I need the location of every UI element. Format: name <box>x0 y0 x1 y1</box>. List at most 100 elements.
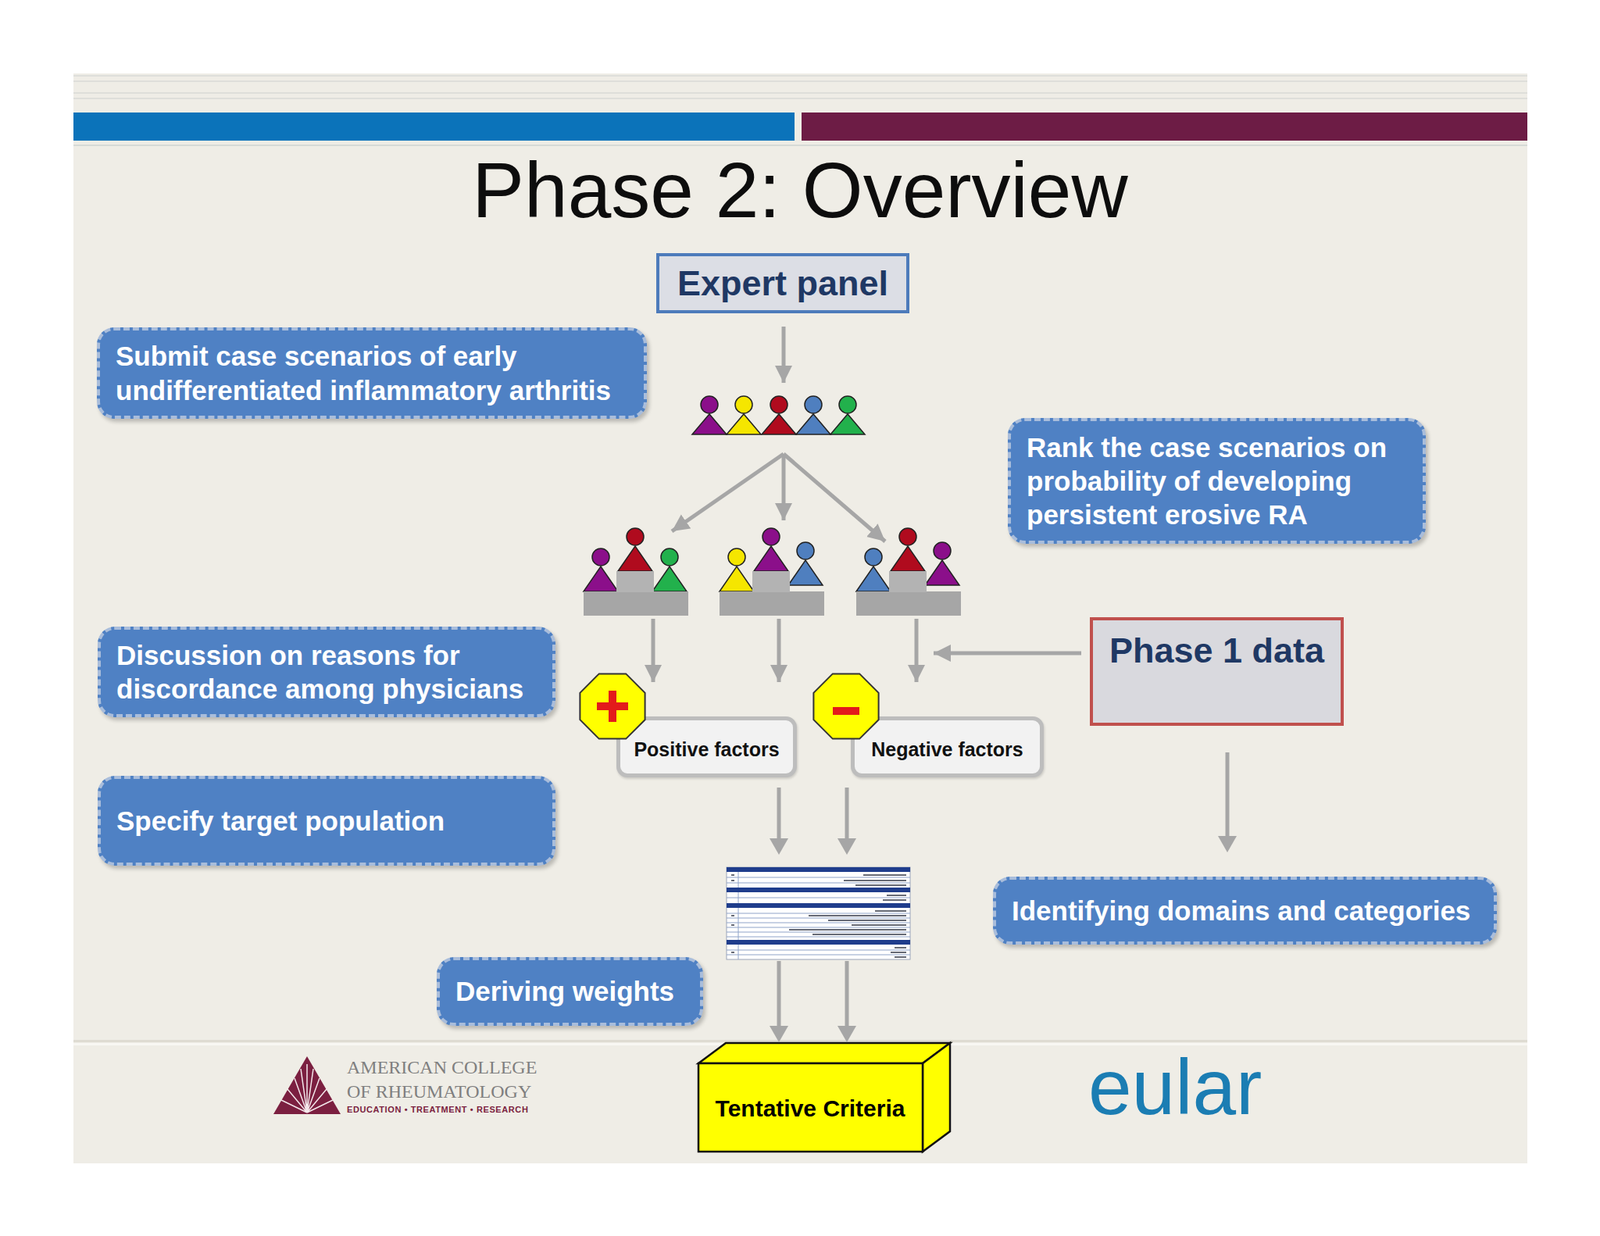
logo-text: AMERICAN COLLEGE OF RHEUMATOLOGY <box>346 1055 552 1104</box>
person-body <box>719 566 754 592</box>
connector-arrow <box>769 787 789 1043</box>
node-text: Identifying domains and categories <box>1011 893 1471 928</box>
person-body <box>856 566 891 592</box>
box-top-face <box>698 1042 950 1064</box>
node-text: Positive factors <box>633 738 779 761</box>
box-side-face <box>922 1042 950 1152</box>
person-head <box>728 548 746 566</box>
slide-background <box>73 73 1528 1164</box>
flow-arrow <box>933 651 1082 656</box>
table-header <box>726 887 911 893</box>
desk-pedestal <box>752 571 790 593</box>
header-bar-maroon <box>801 112 1528 141</box>
desk-pedestal <box>616 571 654 593</box>
acr-rays <box>281 1064 333 1113</box>
person-head <box>735 396 753 414</box>
desk <box>583 571 961 616</box>
flow-arrow <box>671 453 784 532</box>
person-body <box>726 414 761 435</box>
header-bar-blue <box>73 112 795 141</box>
person-body <box>796 414 831 435</box>
connector-line <box>777 960 782 1029</box>
node-text: Discussion on reasons for discordance am… <box>116 638 537 706</box>
acr-triangle <box>273 1056 341 1115</box>
minus-octagon <box>813 673 879 739</box>
person-body <box>788 560 823 586</box>
flow-arrow <box>783 453 886 542</box>
desk-pedestal <box>889 571 927 593</box>
plus-sign <box>608 690 617 722</box>
arrow-head <box>1217 835 1237 853</box>
person-body <box>761 414 797 435</box>
data-box: Phase 1 data <box>1089 617 1344 726</box>
minus-sign <box>832 707 860 715</box>
acr-logo <box>273 1056 341 1115</box>
table-header <box>726 939 911 945</box>
table-header <box>726 867 911 872</box>
criteria-box: Tentative Criteria <box>697 1042 951 1153</box>
flow-arrow <box>651 618 656 683</box>
person-head <box>933 542 951 560</box>
person-head <box>770 396 788 414</box>
sub-group <box>583 528 687 592</box>
person-head <box>626 528 644 546</box>
table-rule <box>726 871 911 960</box>
step-callout: Rank the case scenarios on probability o… <box>1007 417 1426 544</box>
person-body <box>692 414 727 435</box>
node-text: Tentative Criteria <box>715 1095 906 1122</box>
sub-group <box>719 528 823 592</box>
person-body <box>925 560 960 586</box>
header-rule <box>73 75 1528 99</box>
desk-front <box>856 591 961 616</box>
flow-arrow <box>782 453 786 521</box>
criteria-table <box>726 867 911 960</box>
person-body <box>830 414 865 435</box>
person-body <box>617 546 653 572</box>
person-body <box>753 546 789 572</box>
person-head <box>592 548 610 566</box>
person-head <box>700 396 718 414</box>
arrow-head <box>837 1025 857 1043</box>
header-rule <box>73 144 1528 147</box>
node-text: Specify target population <box>116 803 445 838</box>
factor-box: Positive factors <box>616 716 797 778</box>
person-head <box>762 528 780 546</box>
desk-front <box>719 591 825 616</box>
person-head <box>796 542 815 560</box>
person-body <box>890 546 925 572</box>
arrow-head <box>837 838 857 855</box>
slide-title: Phase 2: Overview <box>0 145 1600 236</box>
node-text: Expert panel <box>677 264 889 304</box>
logo-wordmark: eular <box>1088 1047 1262 1126</box>
step-callout: Identifying domains and categories <box>992 876 1497 945</box>
footer-rule <box>73 1039 1528 1043</box>
plus-octagon <box>579 673 645 739</box>
node-text: Submit case scenarios of early undiffere… <box>115 339 629 407</box>
step-callout: Submit case scenarios of early undiffere… <box>96 327 647 419</box>
person-head <box>804 396 822 414</box>
table-frame <box>726 867 911 960</box>
connector-arrow <box>1217 752 1237 853</box>
connector-line <box>777 787 782 841</box>
panel-box: Expert panel <box>656 253 910 314</box>
person-head <box>839 396 857 414</box>
connector-line <box>845 960 850 1029</box>
node-text: Negative factors <box>871 738 1024 761</box>
step-callout: Discussion on reasons for discordance am… <box>97 626 556 718</box>
person-head <box>864 548 883 566</box>
connector-line <box>845 787 850 841</box>
flow-arrow <box>782 326 786 383</box>
arrow-head <box>769 1025 789 1043</box>
expert-group <box>692 396 865 435</box>
connector-arrow <box>837 787 857 1043</box>
node-text: Deriving weights <box>455 974 675 1008</box>
person-head <box>899 528 917 546</box>
node-text: Phase 1 data <box>1109 631 1325 671</box>
arrow-head <box>769 838 789 855</box>
person-body <box>652 566 687 592</box>
desk-front <box>583 591 689 616</box>
